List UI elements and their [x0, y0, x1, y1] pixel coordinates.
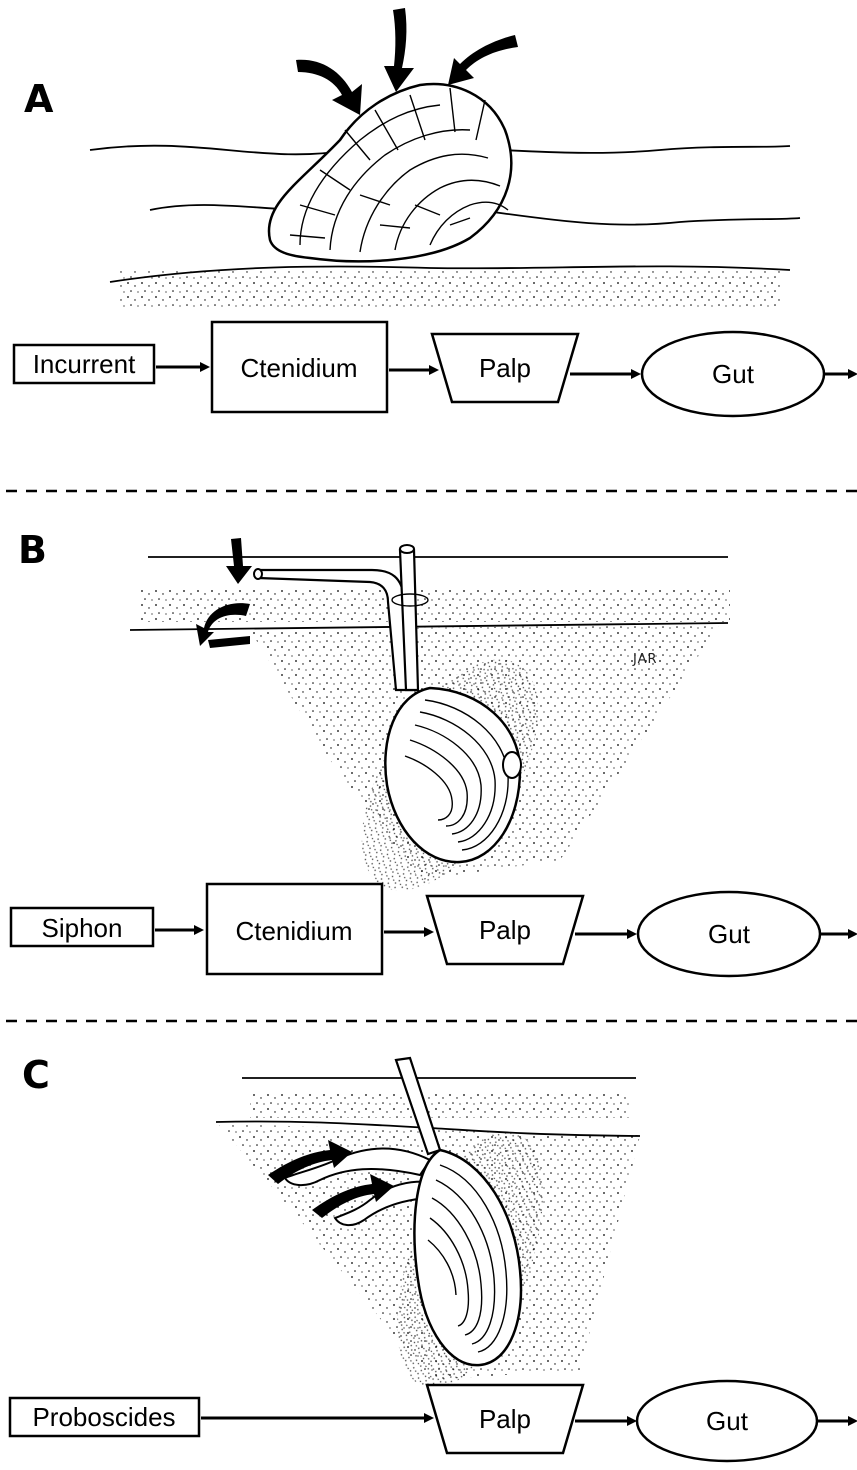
proboscides-label: Proboscides — [32, 1402, 175, 1432]
panel-b: B JAR — [11, 528, 855, 976]
gut-label: Gut — [708, 919, 751, 949]
panel-a: A Incurrent C — [14, 8, 855, 416]
palp-label: Palp — [479, 915, 531, 945]
palp-label: Palp — [479, 1404, 531, 1434]
panel-c-flow: Proboscides Palp Gut — [10, 1381, 855, 1461]
panel-c-surface-particles — [250, 1092, 630, 1118]
jar-label: JAR — [632, 652, 658, 667]
ctenidium-label: Ctenidium — [235, 916, 352, 946]
panel-b-letter: B — [18, 528, 47, 572]
panel-a-flow: Incurrent Ctenidium Palp Gut — [14, 322, 855, 416]
siphon-label: Siphon — [42, 913, 123, 943]
panel-b-flow: Siphon Ctenidium Palp Gut — [11, 884, 855, 976]
gut-label: Gut — [706, 1406, 749, 1436]
incurrent-label: Incurrent — [33, 349, 136, 379]
panel-c: C Proboscides — [10, 1053, 855, 1461]
palp-label: Palp — [479, 353, 531, 383]
panel-c-letter: C — [22, 1053, 50, 1097]
gut-label: Gut — [712, 359, 755, 389]
panel-a-letter: A — [24, 77, 54, 121]
panel-a-sediment — [120, 270, 780, 310]
ctenidium-label: Ctenidium — [240, 353, 357, 383]
panel-a-oyster — [269, 84, 511, 261]
